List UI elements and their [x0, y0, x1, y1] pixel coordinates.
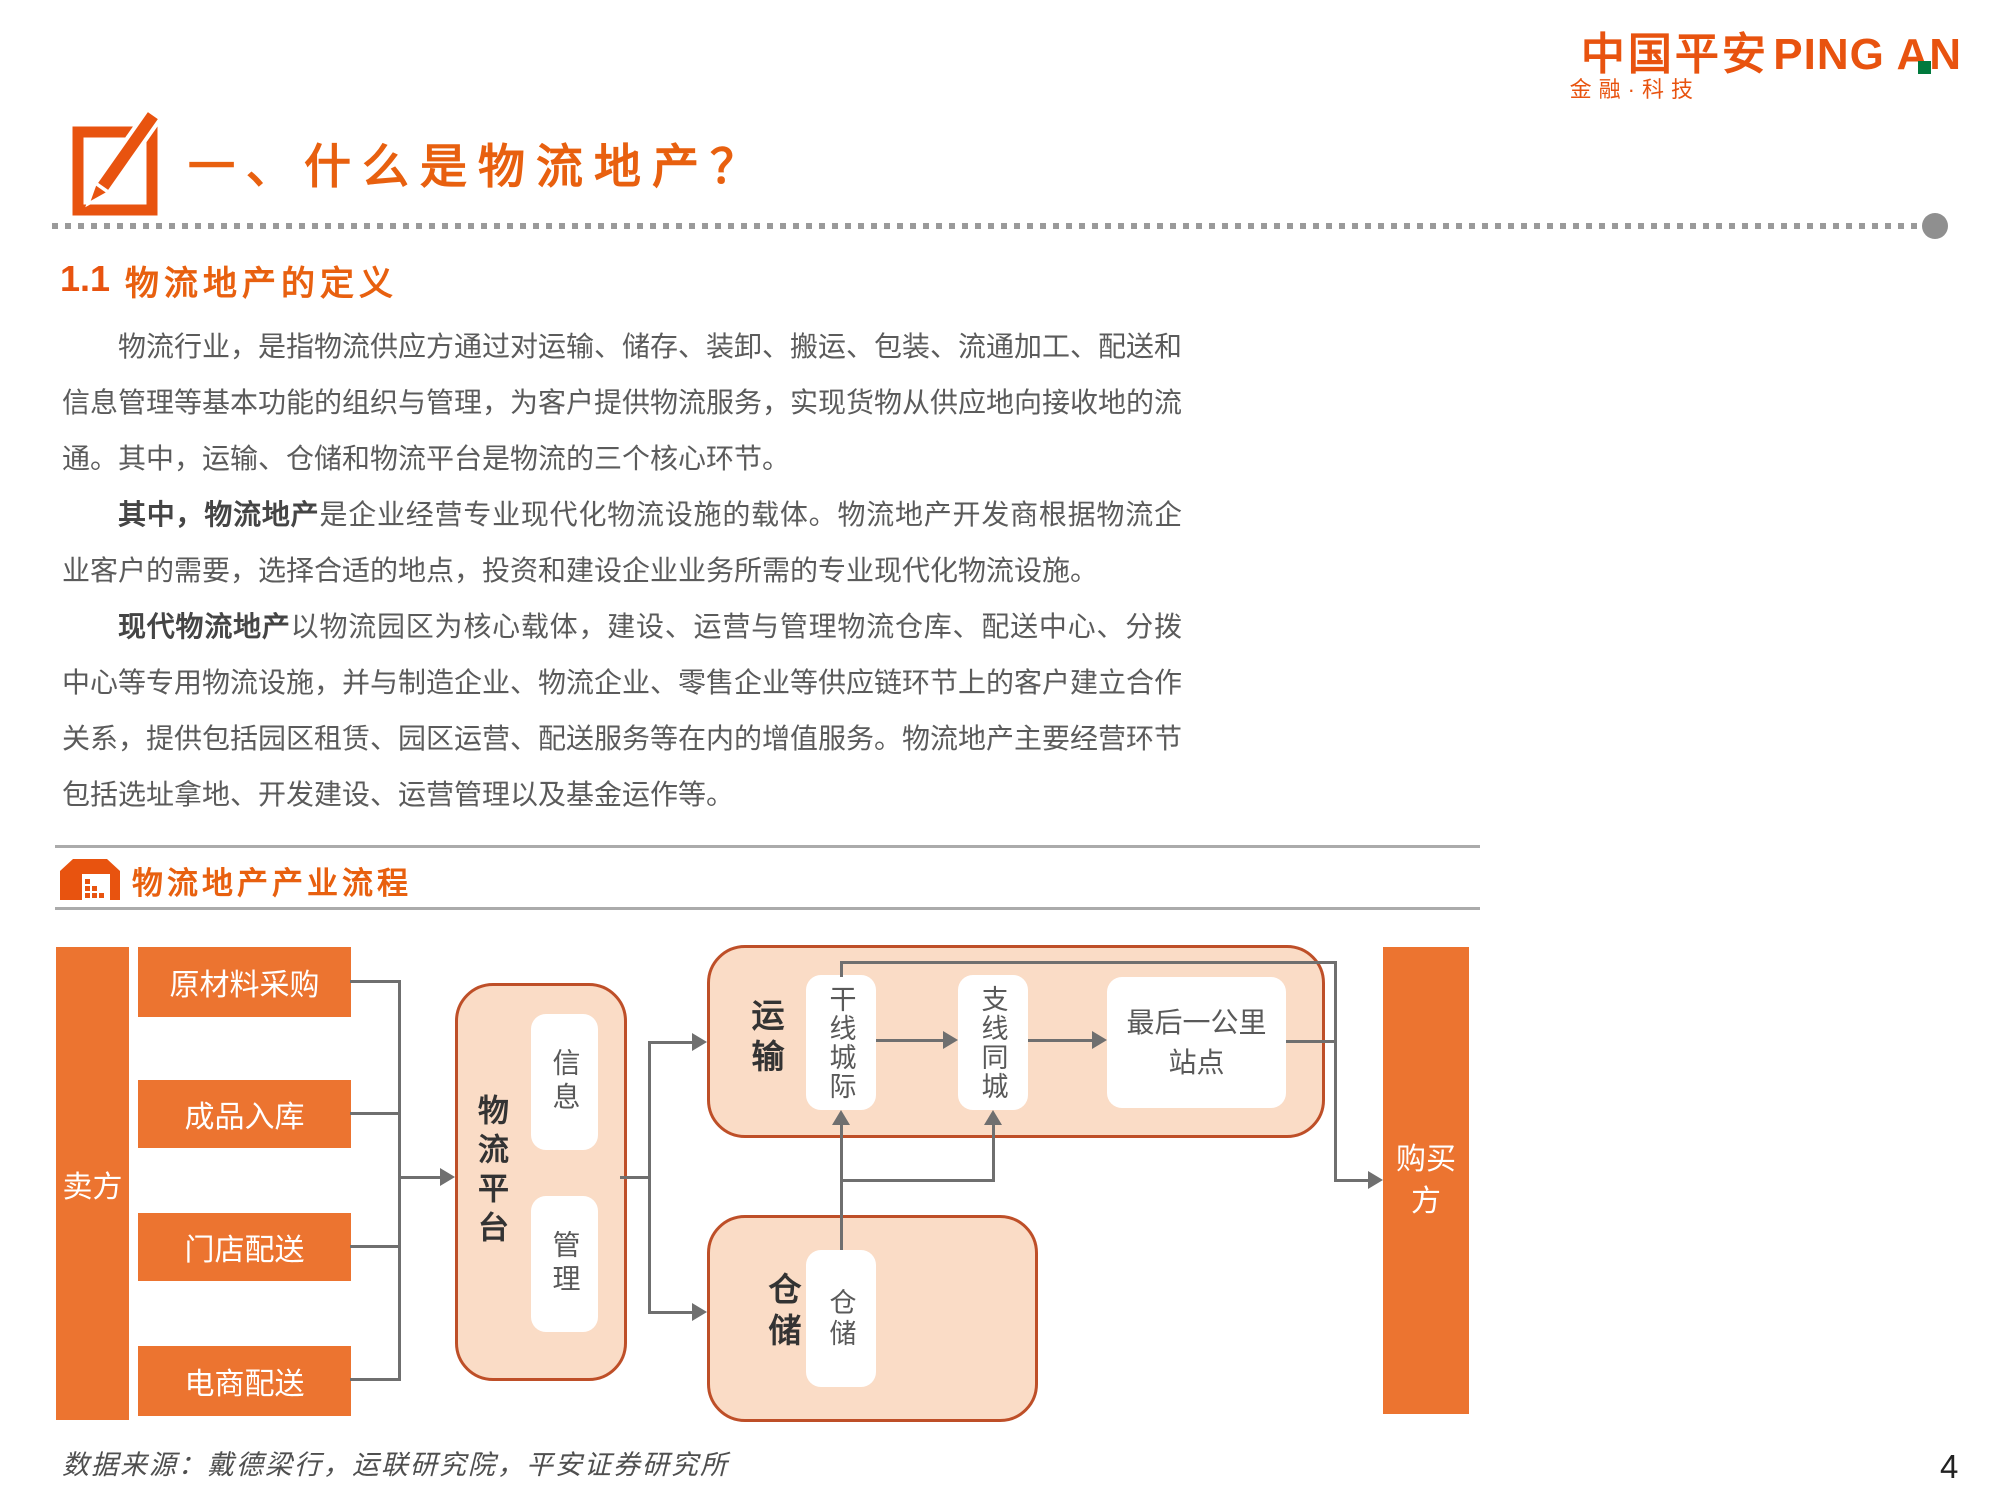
page-number: 4: [1940, 1448, 1959, 1485]
page-title: 一、什么是物流地产？: [188, 142, 768, 194]
connector: [992, 1123, 995, 1182]
arrowhead-into-buyer: [1368, 1171, 1383, 1189]
logo-en-text: PING AN: [1773, 30, 1962, 79]
connector: [648, 1311, 694, 1314]
logo-cn-text: 中国平安: [1580, 30, 1769, 79]
paragraph-1: 物流行业，是指物流供应方通过对运输、储存、装卸、搬运、包装、流通加工、配送和信息…: [62, 332, 1183, 475]
seller-item-raw-material: 原材料采购: [138, 947, 351, 1017]
connector-loop-down: [1334, 961, 1337, 1182]
arrowhead-into-transport: [692, 1033, 707, 1051]
logo-tagline: 金融·科技: [1569, 77, 1700, 102]
connector-split: [648, 1041, 651, 1314]
platform-management-box: 管理: [531, 1196, 598, 1332]
connector: [1028, 1039, 1093, 1042]
connector: [648, 1041, 694, 1044]
connector-bus: [398, 980, 401, 1381]
arrowhead-into-branch: [943, 1031, 958, 1049]
section-number: 1.1: [60, 258, 111, 299]
arrowhead-into-branch-bottom: [984, 1110, 1002, 1125]
pingan-logo: 中国平安 PING AN: [1581, 18, 1962, 82]
last-mile-station-box: 最后一公里站点: [1107, 977, 1286, 1108]
seller-item-finished-goods: 成品入库: [138, 1080, 351, 1148]
platform-info-box: 信息: [531, 1014, 598, 1150]
section-title: 物流地产的定义: [125, 266, 398, 303]
connector-loop-top: [840, 961, 1337, 964]
paragraph-3: 现代物流地产以物流园区为核心载体，建设、运营与管理物流仓库、配送中心、分拨中心等…: [62, 612, 1183, 811]
connector: [350, 1112, 400, 1115]
warehouse-storage-box: 仓储: [806, 1250, 876, 1387]
seller-item-store-delivery: 门店配送: [138, 1213, 351, 1281]
caption-rule-top: [55, 845, 1480, 848]
seller-item-ecommerce-delivery: 电商配送: [138, 1346, 351, 1416]
arrowhead-into-warehouse: [692, 1303, 707, 1321]
connector: [350, 1378, 400, 1381]
connector: [350, 980, 400, 983]
connector-last-mile-out: [1286, 1040, 1336, 1043]
arrowhead-into-last-mile: [1092, 1031, 1107, 1049]
warehouse-icon: [58, 854, 122, 907]
seller-box: 卖方: [56, 947, 129, 1420]
connector-storage-up: [840, 1123, 843, 1250]
logistics-platform-label: 物流平台: [473, 1094, 508, 1250]
connector: [876, 1039, 944, 1042]
branch-intracity-box: 支线同城: [958, 975, 1028, 1110]
paragraph-2: 其中，物流地产是企业经营专业现代化物流设施的载体。物流地产开发商根据物流企业客户…: [62, 500, 1182, 587]
warehouse-label: 仓储: [763, 1272, 799, 1354]
pencil-icon: [68, 106, 168, 223]
divider-end-dot: [1922, 213, 1948, 239]
connector: [620, 1176, 651, 1179]
figure-caption: 物流地产产业流程: [132, 866, 412, 901]
logo-green-square: [1918, 61, 1931, 74]
connector: [350, 1245, 400, 1248]
body-paragraphs: 物流行业，是指物流供应方通过对运输、储存、装卸、搬运、包装、流通加工、配送和信息…: [62, 320, 1182, 824]
transport-label: 运输: [746, 998, 782, 1080]
arrowhead-into-trunk: [832, 1110, 850, 1125]
dotted-divider: [52, 223, 1918, 229]
caption-rule-bottom: [55, 907, 1480, 910]
figure-source: 数据来源：戴德梁行，运联研究院，平安证券研究所: [62, 1450, 729, 1480]
arrowhead-into-platform: [440, 1168, 455, 1186]
connector: [840, 1179, 995, 1182]
connector: [398, 1176, 443, 1179]
buyer-box: 购买方: [1383, 947, 1469, 1414]
connector: [1334, 1179, 1370, 1182]
connector-loop-stub: [840, 963, 843, 977]
trunk-intercity-box: 干线城际: [806, 975, 876, 1110]
